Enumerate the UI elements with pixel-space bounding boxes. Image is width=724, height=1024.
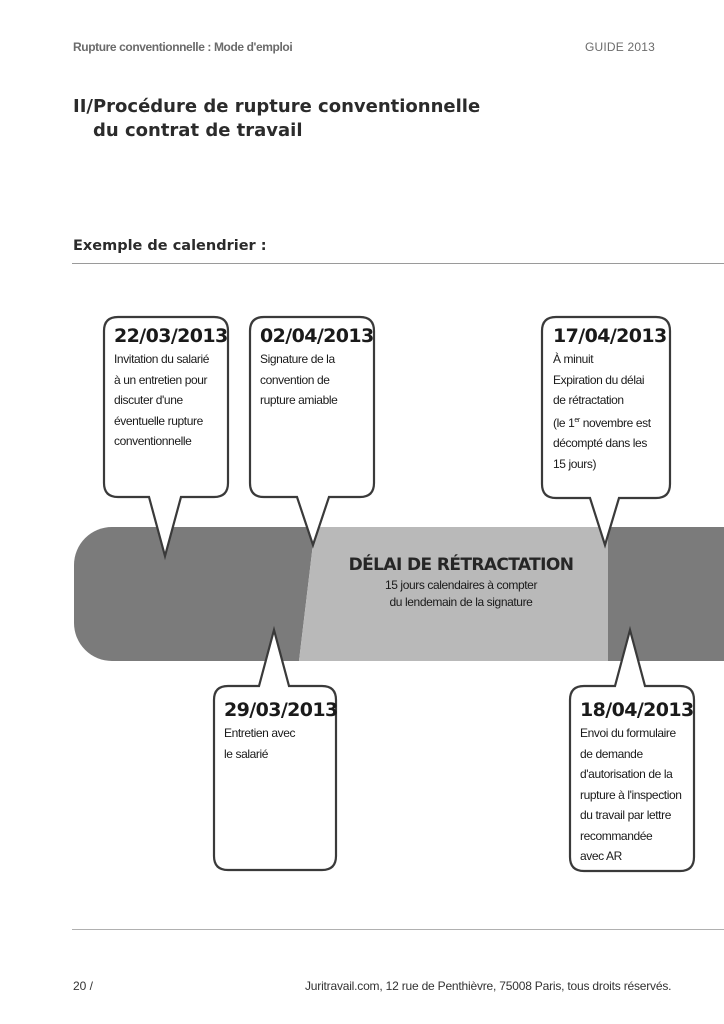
timeline-bar-right xyxy=(608,527,724,661)
event-text-line: À minuit xyxy=(553,352,594,366)
event-text-line: recommandée xyxy=(580,828,653,843)
event-text-line: Invitation du salarié xyxy=(114,352,209,366)
timeline-graphic xyxy=(74,315,724,873)
bubble-17-04-frame xyxy=(540,315,672,549)
event-18-04: 18/04/2013 Envoi du formulaire de demand… xyxy=(580,697,694,867)
bubble-18-04-frame xyxy=(568,625,696,873)
footer-copyright: Juritravail.com, 12 rue de Penthièvre, 7… xyxy=(305,979,672,993)
delai-heading: DÉLAI DE RÉTRACTATION xyxy=(348,555,574,575)
ordinal-suffix: er xyxy=(574,416,580,424)
event-text-line: discuter d'une xyxy=(114,393,183,407)
bubble-29-03-frame xyxy=(212,625,338,872)
event-17-04: 17/04/2013 À minuit Expiration du délai … xyxy=(553,323,667,474)
timeline-bar-left xyxy=(74,527,315,661)
event-text-line: du travail par lettre xyxy=(580,808,671,822)
event-text-line: avec AR xyxy=(580,849,622,863)
running-title: Rupture conventionnelle : Mode d'emploi xyxy=(73,40,293,54)
event-text-line: convention de xyxy=(260,372,330,387)
event-text-line: de demande xyxy=(580,746,643,761)
event-text-line: Expiration du délai xyxy=(553,372,645,387)
event-text-part: (le 1 xyxy=(553,415,575,430)
event-text-line: le salarié xyxy=(224,746,269,761)
section-title-line2: du contrat de travail xyxy=(93,120,303,141)
event-text-line: rupture à l'inspection xyxy=(580,787,682,802)
bottom-divider xyxy=(72,929,724,930)
event-02-04: 02/04/2013 Signature de la convention de… xyxy=(260,323,374,411)
event-date: 17/04/2013 xyxy=(553,325,667,347)
event-text-line: rupture amiable xyxy=(260,393,338,407)
timeline-bar-delai xyxy=(299,527,608,661)
event-text-line: (le 1er novembre est xyxy=(553,411,667,434)
section-title: II/Procédure de rupture conventionnelle … xyxy=(73,95,480,143)
guide-label: GUIDE 2013 xyxy=(585,40,656,54)
event-text-line: Envoi du formulaire xyxy=(580,726,676,740)
event-text-part: novembre est xyxy=(579,415,651,430)
event-text-line: décompté dans les xyxy=(553,436,647,450)
bubble-02-04-frame xyxy=(248,315,376,549)
event-text-line: éventuelle rupture xyxy=(114,413,203,428)
calendar-subtitle: Exemple de calendrier : xyxy=(73,238,267,254)
page-number: 20 / xyxy=(73,979,94,993)
delai-line2: du lendemain de la signature xyxy=(389,595,533,609)
event-text-line: de rétractation xyxy=(553,393,624,407)
section-title-line1: II/Procédure de rupture conventionnelle xyxy=(73,96,481,117)
event-date: 02/04/2013 xyxy=(260,325,374,347)
bubble-22-03-frame xyxy=(102,315,230,561)
event-text-line: à un entretien pour xyxy=(114,372,208,387)
event-text-line: 15 jours) xyxy=(553,456,597,471)
event-text-line: Signature de la xyxy=(260,352,335,366)
top-divider xyxy=(72,263,724,264)
event-text-line: d'autorisation de la xyxy=(580,767,673,781)
event-text-line: Entretien avec xyxy=(224,726,296,740)
event-29-03: 29/03/2013 Entretien avec le salarié xyxy=(224,697,338,764)
event-text-line: conventionnelle xyxy=(114,434,192,448)
event-date: 18/04/2013 xyxy=(580,699,694,721)
event-date: 29/03/2013 xyxy=(224,699,338,721)
delai-retractation: DÉLAI DE RÉTRACTATION 15 jours calendair… xyxy=(316,553,606,611)
event-22-03: 22/03/2013 Invitation du salarié à un en… xyxy=(114,323,228,452)
event-date: 22/03/2013 xyxy=(114,325,228,347)
delai-line1: 15 jours calendaires à compter xyxy=(384,578,538,592)
